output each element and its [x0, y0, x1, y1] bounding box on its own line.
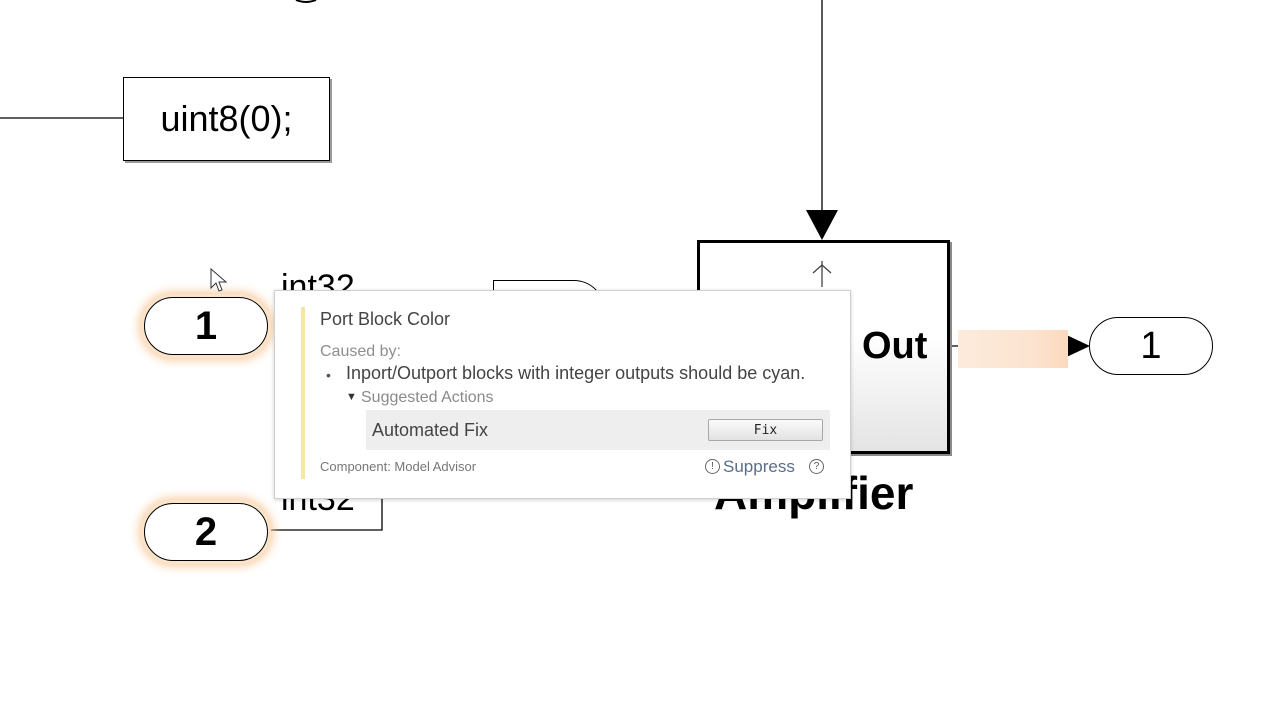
inport-1-block[interactable]: 1	[144, 297, 268, 355]
mouse-cursor-icon	[210, 268, 228, 292]
constant-block[interactable]: uint8(0);	[123, 77, 330, 161]
caused-by-label: Caused by:	[320, 343, 401, 360]
inport-2-signal-line	[268, 498, 383, 531]
amplifier-out-port-label: Out	[862, 325, 928, 367]
help-icon[interactable]: ?	[809, 459, 824, 474]
model-advisor-popup: Port Block Color Caused by: • Inport/Out…	[274, 290, 851, 499]
component-label: Component: Model Advisor	[320, 459, 477, 474]
signal-highlight	[958, 330, 1068, 368]
top-signal-fragment	[295, 0, 317, 3]
outport-1-block[interactable]: 1	[1089, 317, 1213, 375]
caret-down-icon[interactable]: ▼	[346, 391, 357, 403]
issue-description: Inport/Outport blocks with integer outpu…	[346, 363, 806, 383]
suggested-actions-toggle[interactable]: Suggested Actions	[361, 389, 494, 406]
amplifier-input-arrow	[806, 210, 838, 240]
automated-fix-label: Automated Fix	[372, 420, 489, 440]
amplifier-inport-glyph	[812, 261, 832, 287]
popup-title: Port Block Color	[320, 309, 451, 329]
inport-2-block[interactable]: 2	[144, 503, 268, 561]
bullet-icon: •	[326, 367, 331, 383]
suppress-link[interactable]: Suppress	[723, 457, 795, 476]
fix-button[interactable]: Fix	[708, 419, 823, 441]
popup-accent-bar	[301, 307, 305, 479]
suppress-icon[interactable]: !	[705, 459, 720, 474]
automated-fix-row: Automated Fix Fix	[366, 410, 830, 450]
